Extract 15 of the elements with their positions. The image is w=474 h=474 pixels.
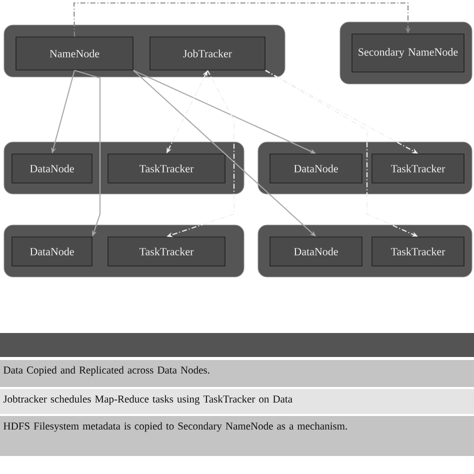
process-box: DataNode: [270, 154, 362, 184]
process-box: DataNode: [12, 236, 92, 266]
process-box: DataNode: [12, 154, 92, 184]
process-box: NameNode: [16, 36, 134, 70]
table-row: HDFS Filesystem metadata is copied to Secondary NameNode as a mechanism.: [0, 416, 474, 456]
process-box: DataNode: [270, 236, 362, 266]
process-box: TaskTracker: [372, 236, 464, 266]
process-box: JobTracker: [150, 36, 266, 70]
table-row: Data Copied and Replicated across Data Nodes.: [0, 360, 474, 387]
process-box: TaskTracker: [108, 154, 226, 184]
process-box: TaskTracker: [108, 236, 226, 266]
table-row: Jobtracker schedules Map-Reduce tasks using TaskTracker on Data: [0, 389, 474, 414]
arrow: [73, 2, 411, 37]
process-box: TaskTracker: [372, 154, 464, 184]
process-box: Secondary NameNode: [352, 34, 464, 72]
